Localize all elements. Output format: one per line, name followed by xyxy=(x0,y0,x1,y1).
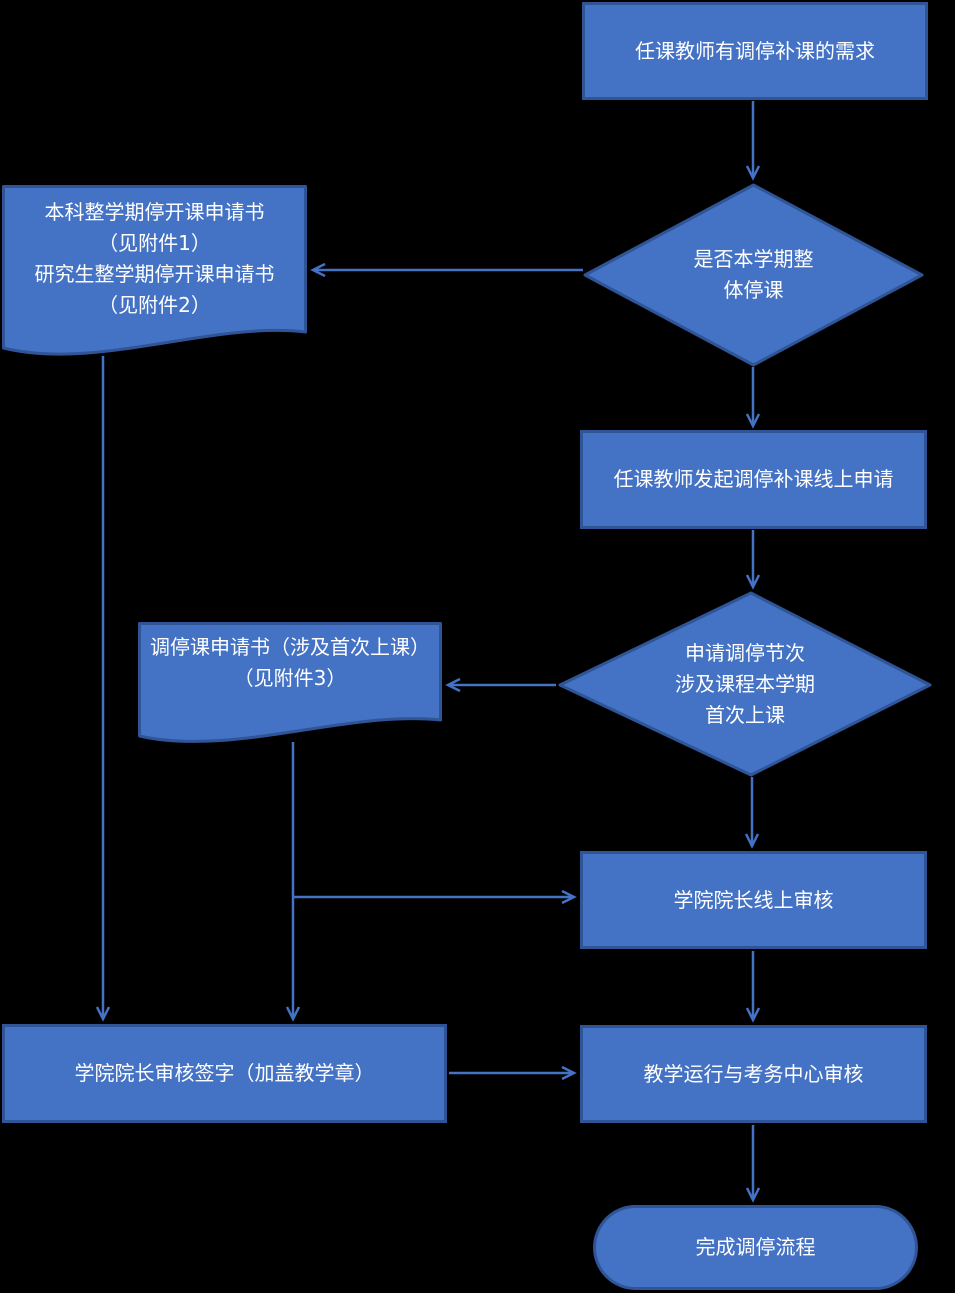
node-start-label: 任课教师有调停补课的需求 xyxy=(635,38,875,63)
node-end-label: 完成调停流程 xyxy=(695,1235,816,1259)
node-decision-first-class: 申请调停节次 涉及课程本学期 首次上课 xyxy=(558,591,932,777)
node-doc-semester: 本科整学期停开课申请书 （见附件1） 研究生整学期停开课申请书 （见附件2） xyxy=(2,185,307,367)
node-dean-online-review: 学院院长线上审核 xyxy=(580,851,927,949)
document-shape xyxy=(2,185,307,356)
node-dean-sign-label: 学院院长审核签字（加盖教学章） xyxy=(74,1061,375,1085)
node-end: 完成调停流程 xyxy=(593,1205,918,1290)
node-doc-semester-label: 本科整学期停开课申请书 （见附件1） 研究生整学期停开课申请书 （见附件2） xyxy=(34,200,275,317)
node-online-apply: 任课教师发起调停补课线上申请 xyxy=(580,430,927,529)
node-dean-online-review-label: 学院院长线上审核 xyxy=(673,887,834,912)
node-decision-semester: 是否本学期整 体停课 xyxy=(583,183,924,367)
node-online-apply-label: 任课教师发起调停补课线上申请 xyxy=(613,467,894,491)
node-doc-first-class-label: 调停课申请书（涉及首次上课） （见附件3） xyxy=(150,635,430,690)
node-start: 任课教师有调停补课的需求 xyxy=(582,2,928,100)
diamond-shape xyxy=(583,183,924,367)
node-center-review-label: 教学运行与考务中心审核 xyxy=(643,1061,864,1086)
node-decision-semester-label: 是否本学期整 体停课 xyxy=(693,247,814,302)
diamond-shape xyxy=(558,591,932,777)
node-decision-first-class-label: 申请调停节次 涉及课程本学期 首次上课 xyxy=(675,640,815,727)
node-doc-first-class: 调停课申请书（涉及首次上课） （见附件3） xyxy=(138,622,442,752)
node-center-review: 教学运行与考务中心审核 xyxy=(580,1025,927,1123)
node-dean-sign: 学院院长审核签字（加盖教学章） xyxy=(2,1024,447,1123)
document-shape xyxy=(138,622,442,743)
